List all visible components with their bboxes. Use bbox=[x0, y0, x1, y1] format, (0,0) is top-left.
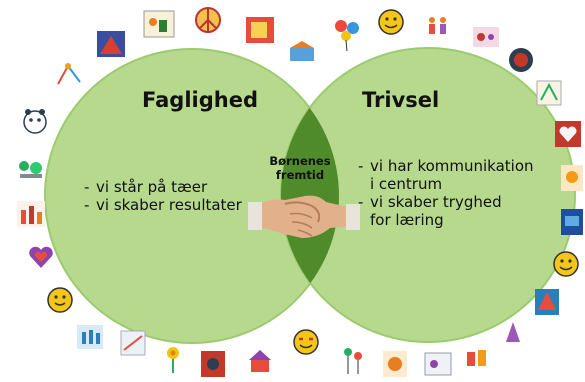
bullet-item: vi skaber resultater bbox=[84, 196, 242, 214]
child-drawing-icon bbox=[509, 48, 533, 72]
child-drawing-icon bbox=[143, 10, 175, 38]
right-bullet-list: vi har kommunikation i centrum vi skaber… bbox=[358, 157, 534, 229]
bullet-item: vi står på tæer bbox=[84, 178, 242, 196]
child-drawing-icon bbox=[561, 209, 583, 235]
child-drawing-icon bbox=[201, 351, 225, 377]
child-drawing-icon bbox=[97, 31, 125, 57]
overlap-label: Børnenes fremtid bbox=[269, 154, 331, 182]
left-bullet-list: vi står på tæer vi skaber resultater bbox=[84, 178, 242, 214]
smiley-face-icon bbox=[47, 287, 73, 313]
child-drawing-icon bbox=[290, 41, 314, 61]
child-drawing-icon bbox=[506, 322, 520, 342]
heart-icon bbox=[29, 246, 53, 268]
child-drawing-icon bbox=[536, 80, 562, 106]
child-drawing-icon bbox=[535, 289, 559, 315]
left-circle-title: Faglighed bbox=[142, 88, 258, 112]
child-drawing-icon bbox=[57, 63, 81, 85]
smiley-face-icon bbox=[293, 329, 319, 355]
child-drawing-icon bbox=[467, 350, 486, 366]
child-drawing-icon bbox=[424, 352, 452, 376]
child-drawing-icon bbox=[120, 330, 146, 356]
child-drawing-icon bbox=[77, 325, 103, 349]
child-drawing-icon bbox=[383, 351, 407, 377]
house-icon bbox=[249, 350, 271, 372]
child-drawing-icon bbox=[19, 161, 42, 178]
child-drawing-icon bbox=[17, 201, 45, 227]
child-drawing-icon bbox=[246, 17, 274, 43]
flower-icon bbox=[167, 347, 179, 373]
smiley-face-icon bbox=[378, 9, 404, 35]
child-drawing-icon bbox=[344, 348, 362, 374]
bullet-item: vi har kommunikation i centrum bbox=[358, 157, 534, 193]
peace-sign-icon bbox=[195, 7, 221, 33]
handshake-icon bbox=[248, 195, 360, 238]
smiley-face-icon bbox=[553, 251, 579, 277]
bullet-item: vi skaber tryghed for læring bbox=[358, 193, 534, 229]
right-circle-title: Trivsel bbox=[362, 88, 440, 112]
balloons-icon bbox=[335, 20, 359, 52]
sun-icon bbox=[561, 165, 583, 191]
child-drawing-icon bbox=[429, 17, 446, 34]
child-drawing-icon bbox=[473, 27, 499, 47]
heart-icon bbox=[555, 121, 581, 147]
child-drawing-icon bbox=[23, 109, 47, 134]
